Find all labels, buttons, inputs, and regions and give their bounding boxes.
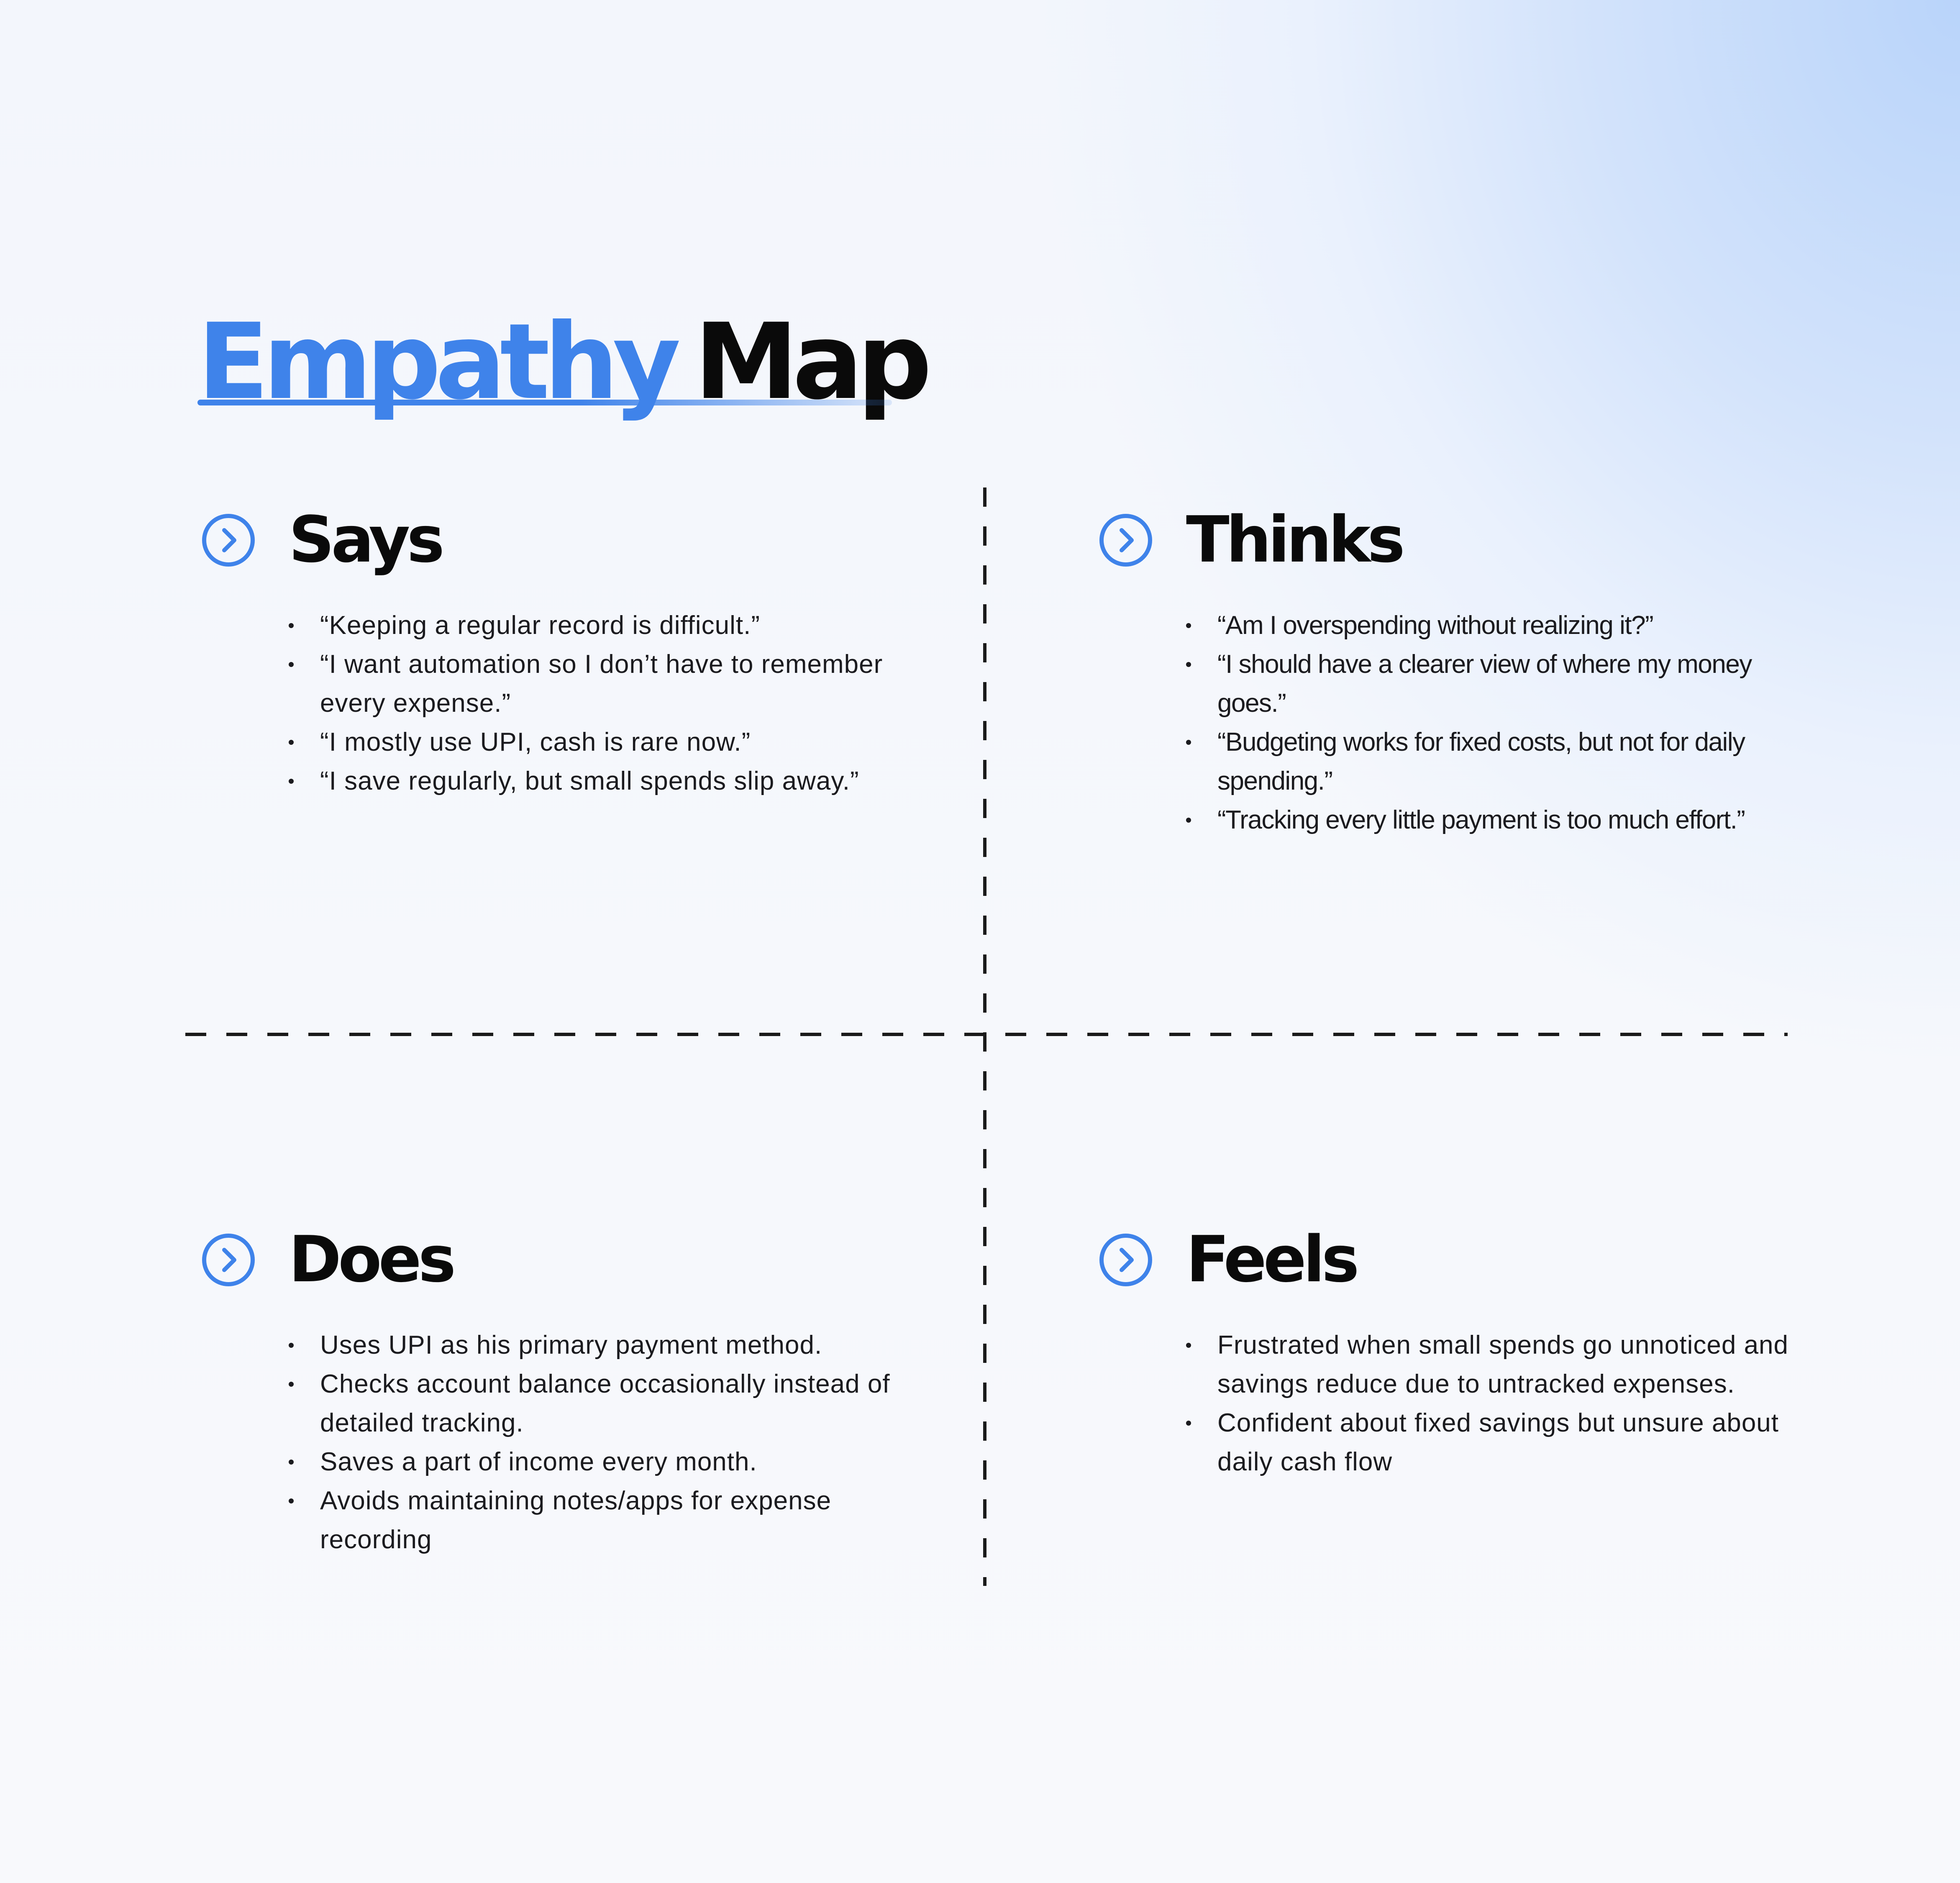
- list-item: “I want automation so I don’t have to re…: [289, 645, 912, 723]
- list-item: Uses UPI as his primary payment method.: [289, 1326, 912, 1365]
- quadrant-title-feels: Feels: [1186, 1222, 1359, 1296]
- quadrant-list-says: “Keeping a regular record is difficult.”…: [289, 606, 912, 800]
- quadrant-thinks: Thinks “Am I overspending without realiz…: [1098, 498, 1834, 834]
- quadrant-list-does: Uses UPI as his primary payment method. …: [289, 1326, 912, 1559]
- title-underline: [197, 400, 892, 405]
- quadrant-title-does: Does: [289, 1222, 456, 1296]
- list-item: Checks account balance occasionally inst…: [289, 1365, 912, 1442]
- quadrant-header: Does: [201, 1218, 937, 1301]
- quadrant-header: Says: [201, 498, 937, 582]
- list-item: “I mostly use UPI, cash is rare now.”: [289, 723, 912, 762]
- quadrant-list-feels: Frustrated when small spends go unnotice…: [1186, 1326, 1809, 1481]
- list-item: Frustrated when small spends go unnotice…: [1186, 1326, 1809, 1403]
- quadrant-says: Says “Keeping a regular record is diffic…: [201, 498, 937, 795]
- chevron-right-circle-icon: [1099, 1234, 1152, 1286]
- list-item: “Keeping a regular record is difficult.”: [289, 606, 912, 645]
- chevron-right-circle-icon: [1099, 514, 1152, 567]
- list-item: “Am I overspending without realizing it?…: [1186, 606, 1809, 645]
- list-item: Saves a part of income every month.: [289, 1442, 912, 1481]
- quadrant-header: Thinks: [1098, 498, 1834, 582]
- list-item: “Budgeting works for fixed costs, but no…: [1186, 723, 1809, 800]
- list-item: Confident about fixed savings but unsure…: [1186, 1403, 1809, 1481]
- list-item: “I save regularly, but small spends slip…: [289, 762, 912, 800]
- list-item: “Tracking every little payment is too mu…: [1186, 800, 1809, 839]
- list-item: Avoids maintaining notes/apps for expens…: [289, 1481, 912, 1559]
- quadrant-feels: Feels Frustrated when small spends go un…: [1098, 1218, 1834, 1476]
- horizontal-divider: [185, 1033, 1788, 1036]
- quadrant-title-thinks: Thinks: [1186, 503, 1405, 577]
- vertical-divider: [983, 487, 986, 1586]
- quadrant-list-thinks: “Am I overspending without realizing it?…: [1186, 606, 1809, 839]
- chevron-right-circle-icon: [202, 1234, 255, 1286]
- quadrant-header: Feels: [1098, 1218, 1834, 1301]
- list-item: “I should have a clearer view of where m…: [1186, 645, 1809, 723]
- quadrant-title-says: Says: [289, 503, 445, 577]
- chevron-right-circle-icon: [202, 514, 255, 567]
- quadrant-does: Does Uses UPI as his primary payment met…: [201, 1218, 937, 1554]
